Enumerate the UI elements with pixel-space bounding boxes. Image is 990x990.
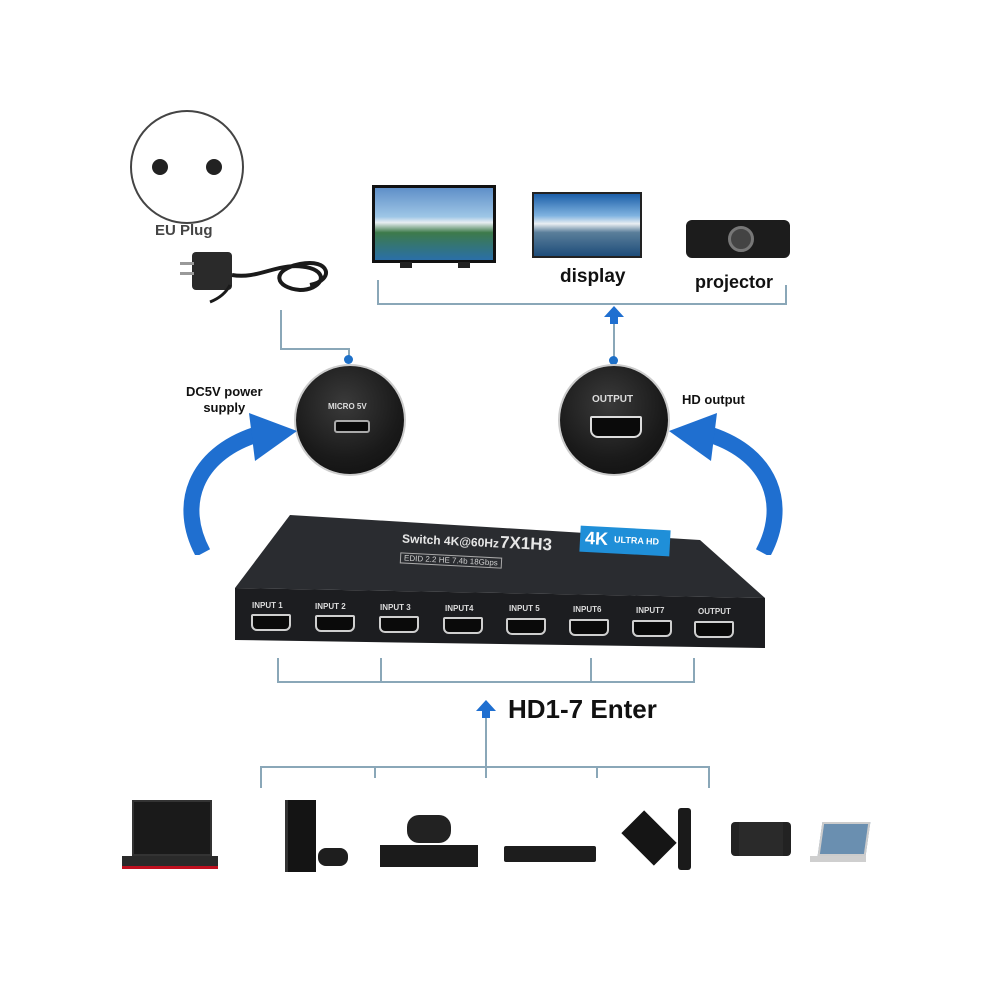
enter-label: HD1-7 Enter bbox=[508, 694, 657, 724]
hdmi-switch-device bbox=[235, 515, 765, 648]
game-controller-icon bbox=[318, 848, 348, 866]
device-model-text: 7X1H3 bbox=[499, 532, 553, 555]
notebook-icon bbox=[810, 822, 871, 862]
port-label-1: INPUT 1 bbox=[252, 601, 283, 610]
hdmi-port-7 bbox=[632, 620, 672, 637]
eu-plug-label: EU Plug bbox=[155, 222, 213, 239]
hdmi-port-4 bbox=[443, 617, 483, 634]
display-icon bbox=[532, 192, 642, 258]
output-port-label: OUTPUT bbox=[592, 394, 634, 405]
blu-ray-player-icon bbox=[504, 846, 596, 862]
hdmi-port-6 bbox=[569, 619, 609, 636]
arrow-up-icon bbox=[604, 306, 624, 324]
hdmi-port-3 bbox=[379, 616, 419, 633]
power-supply-label: DC5V power supply bbox=[186, 384, 263, 415]
port-label-5: INPUT 5 bbox=[509, 604, 540, 613]
hdmi-port-5 bbox=[506, 618, 546, 635]
port-label-6: INPUT6 bbox=[573, 605, 602, 614]
port-label-3: INPUT 3 bbox=[380, 603, 411, 612]
micro-port-label: MICRO 5V bbox=[328, 402, 367, 411]
laptop-icon bbox=[122, 800, 218, 869]
projector-icon bbox=[686, 220, 790, 258]
tv-box-icon bbox=[621, 810, 677, 866]
switch-console-icon bbox=[731, 822, 791, 856]
port-label-7: INPUT7 bbox=[636, 606, 665, 615]
port-label-output: OUTPUT bbox=[698, 607, 731, 616]
tv-icon bbox=[372, 185, 496, 263]
port-label-4: INPUT4 bbox=[445, 604, 474, 613]
brand-badge-text: 4K bbox=[584, 527, 609, 550]
port-label-2: INPUT 2 bbox=[315, 602, 346, 611]
eu-plug-icon bbox=[130, 110, 244, 224]
device-brand-badge: 4K ULTRA HD bbox=[579, 525, 671, 557]
display-label: display bbox=[560, 266, 626, 287]
xbox-icon bbox=[380, 845, 478, 867]
curved-arrow-right-icon bbox=[669, 413, 783, 555]
brand-sub-text: ULTRA HD bbox=[613, 534, 660, 547]
hd-output-label: HD output bbox=[682, 392, 745, 407]
output-port-zoom: OUTPUT bbox=[560, 366, 668, 474]
hdmi-port-2 bbox=[315, 615, 355, 632]
power-adapter-icon bbox=[180, 252, 328, 304]
projector-label: projector bbox=[695, 272, 774, 292]
xbox-controller-icon bbox=[407, 815, 451, 843]
hdmi-port-output bbox=[694, 621, 734, 638]
curved-arrow-left-icon bbox=[183, 413, 297, 555]
remote-control-icon bbox=[678, 808, 691, 870]
arrow-up-icon bbox=[476, 700, 496, 718]
game-console-icon bbox=[285, 800, 316, 872]
hdmi-port-1 bbox=[251, 614, 291, 631]
micro-port-zoom: MICRO 5V bbox=[296, 366, 404, 474]
